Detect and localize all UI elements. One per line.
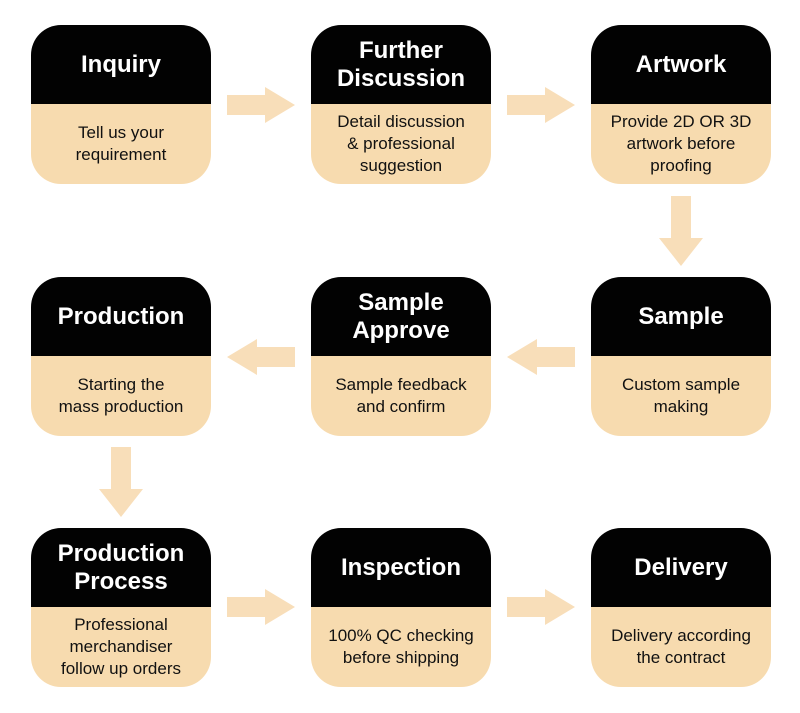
card-title: Production xyxy=(31,277,211,356)
flow-card-production-process: Production Process Professional merchand… xyxy=(31,528,211,687)
card-title: Inspection xyxy=(311,528,491,607)
flow-card-inspection: Inspection 100% QC checking before shipp… xyxy=(311,528,491,687)
arrow-down-icon xyxy=(99,447,143,517)
card-title: Further Discussion xyxy=(311,25,491,104)
card-description: Delivery according the contract xyxy=(591,607,771,687)
card-description: Custom sample making xyxy=(591,356,771,436)
flow-card-production: Production Starting the mass production xyxy=(31,277,211,436)
flow-card-inquiry: Inquiry Tell us your requirement xyxy=(31,25,211,184)
arrow-down-icon xyxy=(659,196,703,266)
flow-card-sample: Sample Custom sample making xyxy=(591,277,771,436)
arrow-left-icon xyxy=(227,339,295,375)
card-description: Tell us your requirement xyxy=(31,104,211,184)
flow-card-sample-approve: Sample Approve Sample feedback and confi… xyxy=(311,277,491,436)
flow-card-artwork: Artwork Provide 2D OR 3D artwork before … xyxy=(591,25,771,184)
flow-card-further-discussion: Further Discussion Detail discussion & p… xyxy=(311,25,491,184)
arrow-right-icon xyxy=(507,87,575,123)
flow-card-delivery: Delivery Delivery according the contract xyxy=(591,528,771,687)
card-title: Delivery xyxy=(591,528,771,607)
card-description: Starting the mass production xyxy=(31,356,211,436)
card-description: Provide 2D OR 3D artwork before proofing xyxy=(591,104,771,184)
arrow-right-icon xyxy=(227,87,295,123)
arrow-right-icon xyxy=(507,589,575,625)
card-title: Sample Approve xyxy=(311,277,491,356)
card-title: Sample xyxy=(591,277,771,356)
arrow-left-icon xyxy=(507,339,575,375)
card-title: Production Process xyxy=(31,528,211,607)
card-title: Inquiry xyxy=(31,25,211,104)
card-description: Professional merchandiser follow up orde… xyxy=(31,607,211,687)
card-description: 100% QC checking before shipping xyxy=(311,607,491,687)
card-title: Artwork xyxy=(591,25,771,104)
card-description: Sample feedback and confirm xyxy=(311,356,491,436)
card-description: Detail discussion & professional suggest… xyxy=(311,104,491,184)
arrow-right-icon xyxy=(227,589,295,625)
